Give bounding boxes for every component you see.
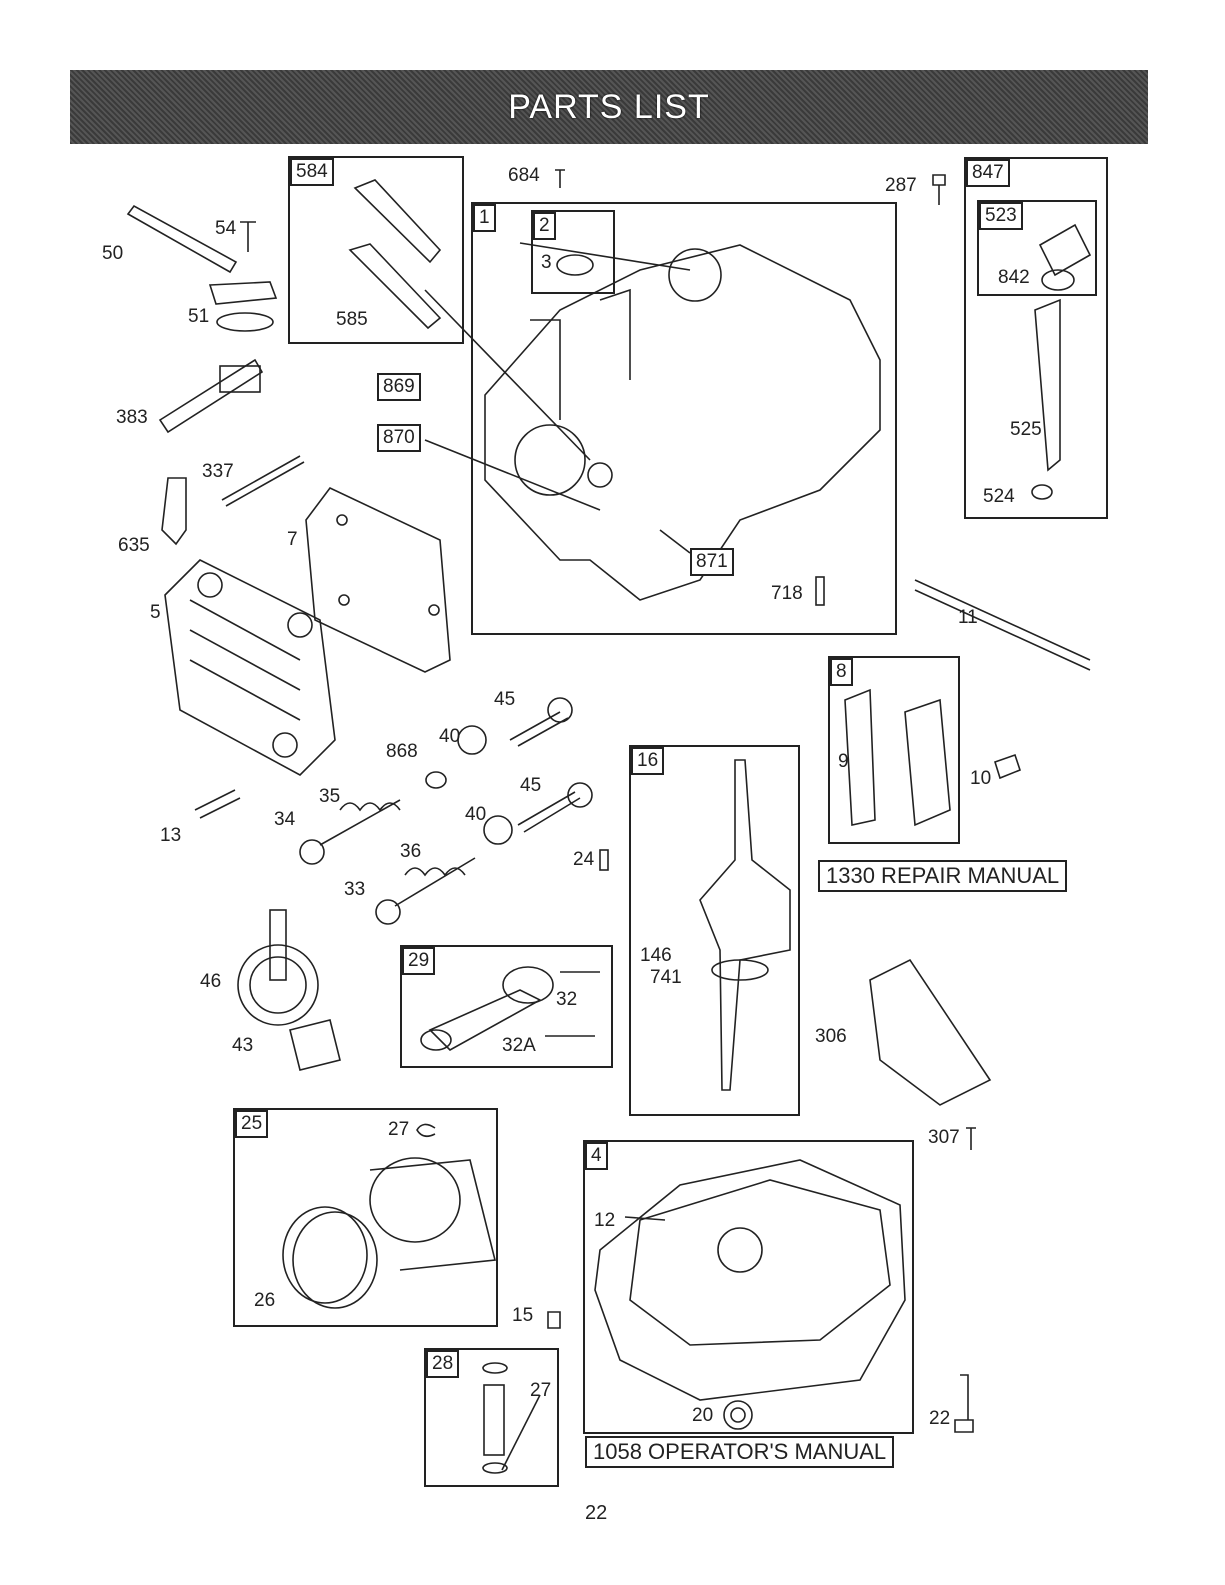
kit-tag-1: 1: [473, 204, 496, 232]
kit-tag-8: 8: [830, 658, 853, 686]
kit-tag-870: 870: [377, 424, 421, 452]
part-label-20: 20: [692, 1406, 713, 1426]
page-number: 22: [585, 1502, 607, 1525]
part-label-524: 524: [983, 487, 1015, 507]
kit-box-16-crankshaft: [629, 745, 800, 1116]
part-label-337: 337: [202, 462, 234, 482]
kit-tag-28: 28: [426, 1350, 459, 1378]
part-label-32A: 32A: [502, 1036, 536, 1056]
part-label-7: 7: [287, 530, 298, 550]
part-label-585: 585: [336, 310, 368, 330]
operators-manual-ref: 1058 OPERATOR'S MANUAL: [585, 1436, 894, 1468]
part-label-34: 34: [274, 810, 295, 830]
part-label-12: 12: [594, 1211, 615, 1231]
part-label-46: 46: [200, 972, 221, 992]
part-label-22: 22: [929, 1409, 950, 1429]
part-label-26: 26: [254, 1291, 275, 1311]
part-label-11: 11: [958, 608, 978, 628]
part-label-27-upper: 27: [388, 1120, 409, 1140]
part-label-684: 684: [508, 166, 540, 186]
part-label-40-lower: 40: [465, 805, 486, 825]
part-label-54: 54: [215, 219, 236, 239]
kit-tag-584: 584: [290, 158, 334, 186]
kit-tag-16: 16: [631, 747, 664, 775]
part-label-13: 13: [160, 826, 181, 846]
part-label-32: 32: [556, 990, 577, 1010]
part-label-45-upper: 45: [494, 690, 515, 710]
kit-tag-871: 871: [690, 548, 734, 576]
part-label-15: 15: [512, 1306, 533, 1326]
part-label-307: 307: [928, 1128, 960, 1148]
part-label-24: 24: [573, 850, 594, 870]
part-label-35: 35: [319, 787, 340, 807]
kit-tag-4: 4: [585, 1142, 608, 1170]
kit-tag-847: 847: [966, 159, 1010, 187]
part-label-45-lower: 45: [520, 776, 541, 796]
part-label-741: 741: [650, 968, 682, 988]
part-label-718: 718: [771, 584, 803, 604]
part-label-5: 5: [150, 603, 161, 623]
part-label-50: 50: [102, 244, 123, 264]
kit-tag-523: 523: [979, 202, 1023, 230]
repair-manual-ref: 1330 REPAIR MANUAL: [818, 860, 1067, 892]
part-label-287: 287: [885, 176, 917, 196]
kit-tag-25: 25: [235, 1110, 268, 1138]
part-label-27-lower: 27: [530, 1381, 551, 1401]
part-label-306: 306: [815, 1027, 847, 1047]
part-label-10: 10: [970, 769, 991, 789]
kit-tag-869: 869: [377, 373, 421, 401]
part-label-525: 525: [1010, 420, 1042, 440]
part-label-9: 9: [838, 752, 849, 772]
kit-tag-2: 2: [533, 212, 556, 240]
part-label-3: 3: [541, 253, 552, 273]
part-label-842: 842: [998, 268, 1030, 288]
kit-box-4-sump: [583, 1140, 914, 1434]
part-label-36: 36: [400, 842, 421, 862]
part-label-146: 146: [640, 946, 672, 966]
part-label-43: 43: [232, 1036, 253, 1056]
part-label-383: 383: [116, 408, 148, 428]
part-label-868: 868: [386, 742, 418, 762]
part-label-51: 51: [188, 307, 209, 327]
part-label-40-upper: 40: [439, 727, 460, 747]
part-label-33: 33: [344, 880, 365, 900]
kit-tag-29: 29: [402, 947, 435, 975]
part-label-635: 635: [118, 536, 150, 556]
